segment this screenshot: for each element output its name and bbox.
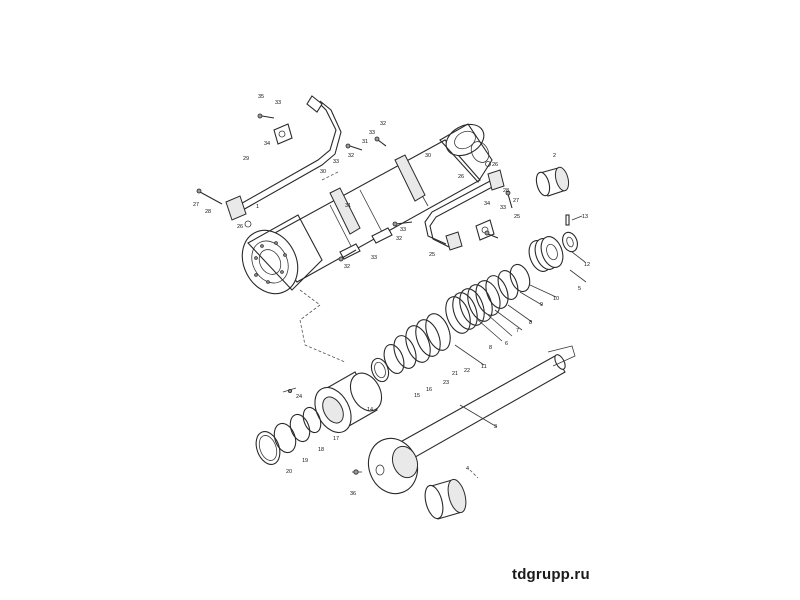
callout-33e: 33 (371, 255, 377, 261)
callout-25: 25 (514, 214, 520, 220)
hydraulic-tube-lower (424, 169, 505, 251)
callout-20: 20 (286, 469, 292, 475)
bushing-upper (535, 166, 570, 197)
callout-31: 31 (362, 139, 368, 145)
callout-32d: 32 (344, 264, 350, 270)
callout-4: 4 (466, 466, 469, 472)
callout-17: 17 (333, 436, 339, 442)
callout-11: 11 (481, 364, 487, 370)
callout-31b: 31 (345, 203, 351, 209)
callout-2: 2 (553, 153, 556, 159)
leader-lines (299, 171, 587, 479)
callout-26: 26 (237, 224, 243, 230)
callout-34: 34 (264, 141, 270, 147)
callout-6: 6 (505, 341, 508, 347)
hydraulic-tube (225, 95, 342, 221)
callout-34b: 34 (484, 201, 490, 207)
callout-36: 36 (350, 491, 356, 497)
callout-7: 7 (516, 328, 519, 334)
callout-5: 5 (578, 286, 581, 292)
callout-15: 15 (414, 393, 420, 399)
callout-29: 29 (243, 156, 249, 162)
callout-33c: 33 (333, 159, 339, 165)
callout-21: 21 (452, 371, 458, 377)
callout-19: 19 (302, 458, 308, 464)
callout-23: 23 (443, 380, 449, 386)
callout-33f: 33 (500, 205, 506, 211)
callout-12: 12 (584, 262, 590, 268)
callout-33b: 33 (369, 130, 375, 136)
callout-30: 30 (425, 153, 431, 159)
callout-14: 14 (367, 407, 373, 413)
bushing-lower (424, 478, 467, 520)
piston-rod (367, 345, 576, 495)
callout-8b: 8 (489, 345, 492, 351)
callout-27b: 27 (513, 198, 519, 204)
callout-8: 8 (529, 320, 532, 326)
gland-seal-rings (255, 406, 322, 465)
callout-labels: 1 2 3 4 5 6 7 8 8 9 10 11 12 13 14 15 16… (193, 94, 590, 497)
callout-24: 24 (296, 394, 302, 400)
callout-10: 10 (553, 296, 559, 302)
callout-26b: 26 (492, 162, 498, 168)
callout-32b: 32 (348, 153, 354, 159)
site-watermark: tdgrupp.ru (512, 566, 590, 583)
callout-25b: 25 (429, 252, 435, 258)
callout-26c: 26 (458, 174, 464, 180)
callout-27: 27 (193, 202, 199, 208)
callout-16: 16 (426, 387, 432, 393)
callout-28b: 28 (503, 188, 509, 194)
callout-32c: 32 (396, 236, 402, 242)
piston-seal-pack (528, 214, 578, 272)
cylinder-gland (282, 371, 383, 434)
callout-32: 32 (380, 121, 386, 127)
callout-18: 18 (318, 447, 324, 453)
callout-30b: 30 (320, 169, 326, 175)
callout-9: 9 (540, 302, 543, 308)
cylinder-barrel (241, 123, 493, 295)
seal-ring-stack (370, 263, 531, 383)
callout-33: 33 (275, 100, 281, 106)
fasteners (196, 113, 513, 475)
callout-33d: 33 (400, 227, 406, 233)
callout-22: 22 (464, 368, 470, 374)
callout-3: 3 (494, 424, 497, 430)
callout-28: 28 (205, 209, 211, 215)
callout-35: 35 (258, 94, 264, 100)
callout-13: 13 (582, 214, 588, 220)
callout-1: 1 (256, 204, 259, 210)
